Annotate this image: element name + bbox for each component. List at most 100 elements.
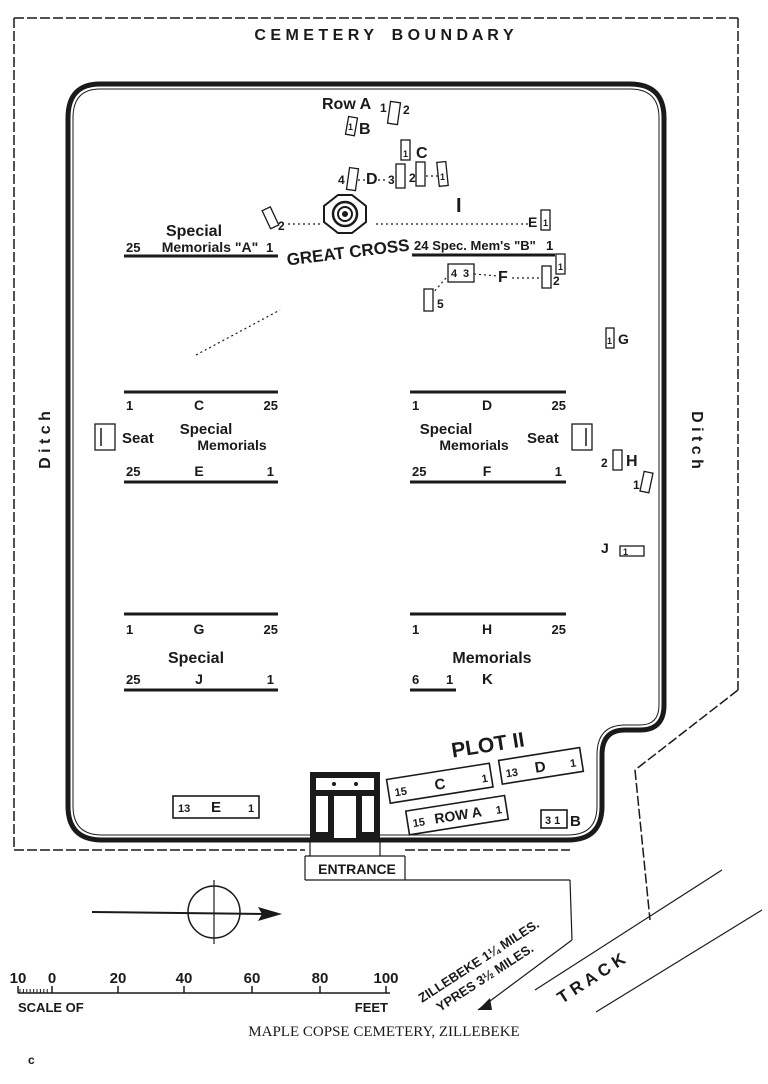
grave-e bbox=[540, 209, 551, 231]
plot-ii-b-label: B bbox=[570, 813, 581, 830]
compass bbox=[91, 880, 282, 944]
h-label: H bbox=[626, 453, 638, 470]
plot-ii-c-label: C bbox=[433, 775, 447, 794]
seat-left-bench bbox=[94, 423, 116, 451]
row-d-left: 1 bbox=[412, 398, 419, 413]
scale-tick-label: 80 bbox=[312, 970, 329, 987]
cemetery-boundary bbox=[13, 17, 739, 921]
j-label: J bbox=[601, 540, 609, 556]
d-num-2: 2 bbox=[409, 171, 416, 185]
special-lower: Special bbox=[168, 650, 224, 667]
j-num-1: 1 bbox=[623, 547, 628, 557]
d-num-3: 3 bbox=[388, 173, 395, 187]
row-g-label: G bbox=[194, 621, 205, 637]
plot-ii-d-row bbox=[497, 746, 585, 786]
grave-h-1 bbox=[639, 470, 654, 494]
special-a-left-num: 25 bbox=[126, 240, 140, 255]
seats-memorials: Seat Special Memorials Special Memorials… bbox=[94, 421, 593, 453]
scale-tick-label: 0 bbox=[48, 970, 56, 987]
h-num-2: 2 bbox=[601, 456, 608, 470]
scale-tick-label: 20 bbox=[110, 970, 127, 987]
row-c-right: 25 bbox=[264, 398, 278, 413]
row-a-num-1: 1 bbox=[380, 101, 387, 115]
cemetery-wall bbox=[65, 81, 667, 843]
special-memorials-b: 24 Spec. Mem's "B" 1 bbox=[412, 238, 555, 257]
plot-ii-c-right: 1 bbox=[481, 773, 489, 786]
row-k-left: 6 bbox=[412, 672, 419, 687]
grave-row-a bbox=[386, 100, 402, 126]
f-label: F bbox=[498, 269, 508, 286]
great-cross-label: GREAT CROSS bbox=[286, 236, 411, 270]
row-f-label: F bbox=[483, 463, 492, 479]
plot-ii-d-left: 13 bbox=[505, 767, 519, 781]
plot-ii-d-label: D bbox=[534, 758, 548, 777]
map-caption: MAPLE COPSE CEMETERY, ZILLEBEKE bbox=[248, 1024, 519, 1040]
f-num-5: 5 bbox=[437, 297, 444, 311]
boundary-label: C E M E T E R Y B O U N D A R Y bbox=[254, 27, 514, 44]
plot-ii-c-left: 15 bbox=[394, 786, 408, 800]
seat-right-bench bbox=[571, 423, 593, 451]
row-j-right: 1 bbox=[267, 672, 274, 687]
road bbox=[477, 879, 573, 1011]
cemetery-wall-inner bbox=[72, 88, 660, 836]
plot-ii-rowa-label: ROW A bbox=[433, 803, 483, 826]
cross-center bbox=[342, 211, 348, 217]
plot-e-right: 1 bbox=[248, 803, 254, 815]
special-memorials-a: Special 25 Memorials "A" 1 bbox=[124, 223, 278, 258]
g-num-1: 1 bbox=[607, 336, 612, 346]
plot-e-label: E bbox=[211, 799, 221, 816]
row-j-label: J bbox=[195, 671, 203, 687]
grave-f-2 bbox=[541, 265, 552, 289]
rows-c-d: 1 C 25 1 D 25 bbox=[124, 390, 566, 413]
seat-right-label: Seat bbox=[527, 430, 559, 447]
ditch-left-label: D i t c h bbox=[37, 411, 54, 469]
plot-ii-rowa-right: 1 bbox=[495, 804, 503, 817]
f-num-2: 2 bbox=[553, 274, 560, 288]
corner-mark: c bbox=[28, 1053, 35, 1067]
row-h-label: H bbox=[482, 621, 492, 637]
scale-tick-label: 100 bbox=[373, 970, 398, 987]
entrance-label: ENTRANCE bbox=[318, 861, 396, 877]
row-k-mid: 1 bbox=[446, 672, 453, 687]
d-num-4: 4 bbox=[338, 173, 345, 187]
memorials-right: Memorials bbox=[439, 437, 508, 453]
special-left: Special bbox=[180, 421, 233, 438]
row-g-right: 25 bbox=[264, 622, 278, 637]
c-num-1: 1 bbox=[403, 149, 408, 159]
row-e-label: E bbox=[194, 463, 203, 479]
i-label: I bbox=[456, 195, 462, 217]
compass-arrow bbox=[91, 911, 269, 915]
grave-a-2 bbox=[261, 205, 280, 230]
north-graves: Row A 1 2 1 B 1 C 4 D 3 2 1 I E 1 2 1 4 … bbox=[261, 96, 654, 557]
e-label: E bbox=[528, 214, 537, 230]
row-e-left: 25 bbox=[126, 464, 140, 479]
special-b-right-num: 1 bbox=[546, 238, 553, 253]
f-num-1: 1 bbox=[558, 262, 563, 272]
plot-ii-row-a bbox=[404, 794, 510, 836]
special-a-title: Special bbox=[166, 223, 222, 240]
scale-left-label: SCALE OF bbox=[18, 1000, 84, 1015]
h-num-1: 1 bbox=[633, 478, 640, 492]
plot-ii-b-nums: 3 1 bbox=[545, 815, 560, 827]
grave-j bbox=[619, 545, 645, 557]
row-d-label: D bbox=[482, 397, 492, 413]
grave-d-3 bbox=[395, 163, 406, 189]
grave-f-1 bbox=[555, 253, 566, 275]
f-num-3: 3 bbox=[463, 268, 469, 280]
grave-h-2 bbox=[612, 449, 623, 471]
track bbox=[534, 869, 763, 1013]
d-label: D bbox=[366, 171, 378, 188]
row-a-label: Row A bbox=[322, 96, 372, 113]
row-e-right: 1 bbox=[267, 464, 274, 479]
plot-ii-d-right: 1 bbox=[569, 757, 577, 770]
row-j-left: 25 bbox=[126, 672, 140, 687]
cross-ring-inner bbox=[337, 206, 353, 222]
path-mark bbox=[195, 309, 281, 356]
scale-tick-label: 60 bbox=[244, 970, 261, 987]
row-g-left: 1 bbox=[126, 622, 133, 637]
plot-e-row bbox=[172, 795, 260, 819]
special-b-label: Spec. Mem's "B" bbox=[432, 238, 536, 253]
ditch-right-label: D i t c h bbox=[688, 411, 705, 469]
great-cross: GREAT CROSS bbox=[286, 194, 411, 270]
